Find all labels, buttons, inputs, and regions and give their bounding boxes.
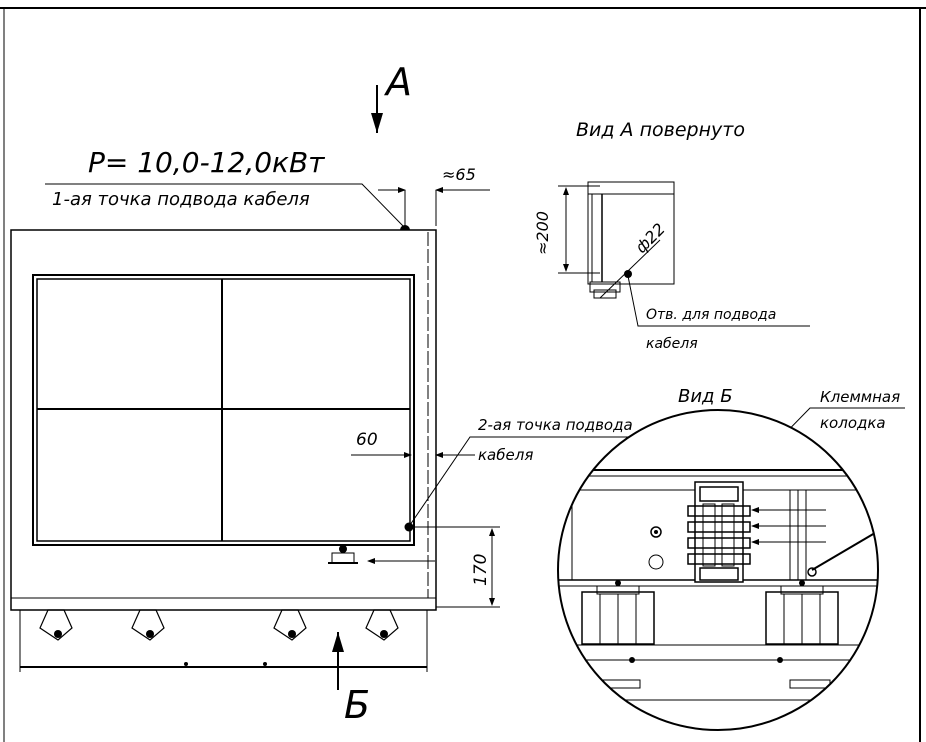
view-b-letter: Б — [344, 683, 370, 727]
terminal-label-line1: Клеммная — [820, 388, 900, 406]
view-b-arrow: Б — [332, 632, 370, 727]
sheet-frame — [0, 7, 926, 742]
caster-4 — [365, 609, 399, 641]
cable-point-1-callout: 1-ая точка подвода кабеля — [45, 183, 410, 235]
view-a-title: Вид А повернуто — [576, 119, 745, 141]
dimension-60: 60 — [351, 430, 475, 458]
caster-1 — [39, 609, 73, 641]
cable-point-1-label: 1-ая точка подвода кабеля — [52, 189, 310, 210]
caster-3 — [273, 609, 307, 641]
cable-point-2-line2: кабеля — [478, 446, 533, 464]
hole-diameter-label: ф22 — [631, 219, 669, 257]
ground-terminal — [328, 545, 358, 564]
dim-65-label: ≈65 — [442, 165, 476, 184]
left-component — [581, 580, 655, 645]
view-b-detail: Вид Б Клеммная колодка — [557, 386, 905, 731]
cable-point-2-callout: 2-ая точка подвода кабеля — [404, 416, 655, 532]
view-a-detail: Вид А повернуто ≈200 ф22 Отв. для подвод… — [533, 119, 810, 352]
view-b-title: Вид Б — [678, 386, 733, 407]
right-component — [765, 580, 839, 645]
power-label: P= 10,0-12,0кВт — [88, 146, 325, 179]
dimension-65: ≈65 — [378, 165, 490, 226]
dim-200-label: ≈200 — [533, 211, 552, 255]
dimension-170: 170 — [415, 526, 500, 608]
cable-point-2-line1: 2-ая точка подвода — [478, 416, 633, 434]
cabinet-front-view — [10, 229, 437, 611]
dim-170-label: 170 — [471, 554, 491, 586]
terminal-block — [687, 481, 751, 583]
hole-label-line2: кабеля — [646, 336, 698, 352]
cabinet-base — [19, 609, 428, 672]
terminal-label-line2: колодка — [820, 414, 886, 432]
view-a-letter: А — [383, 60, 412, 104]
view-b-magnified-content — [558, 469, 878, 701]
view-a-arrow: А — [371, 60, 412, 133]
dim-60-label: 60 — [356, 430, 378, 450]
hole-label-line1: Отв. для подвода — [646, 307, 776, 323]
caster-2 — [131, 609, 165, 641]
